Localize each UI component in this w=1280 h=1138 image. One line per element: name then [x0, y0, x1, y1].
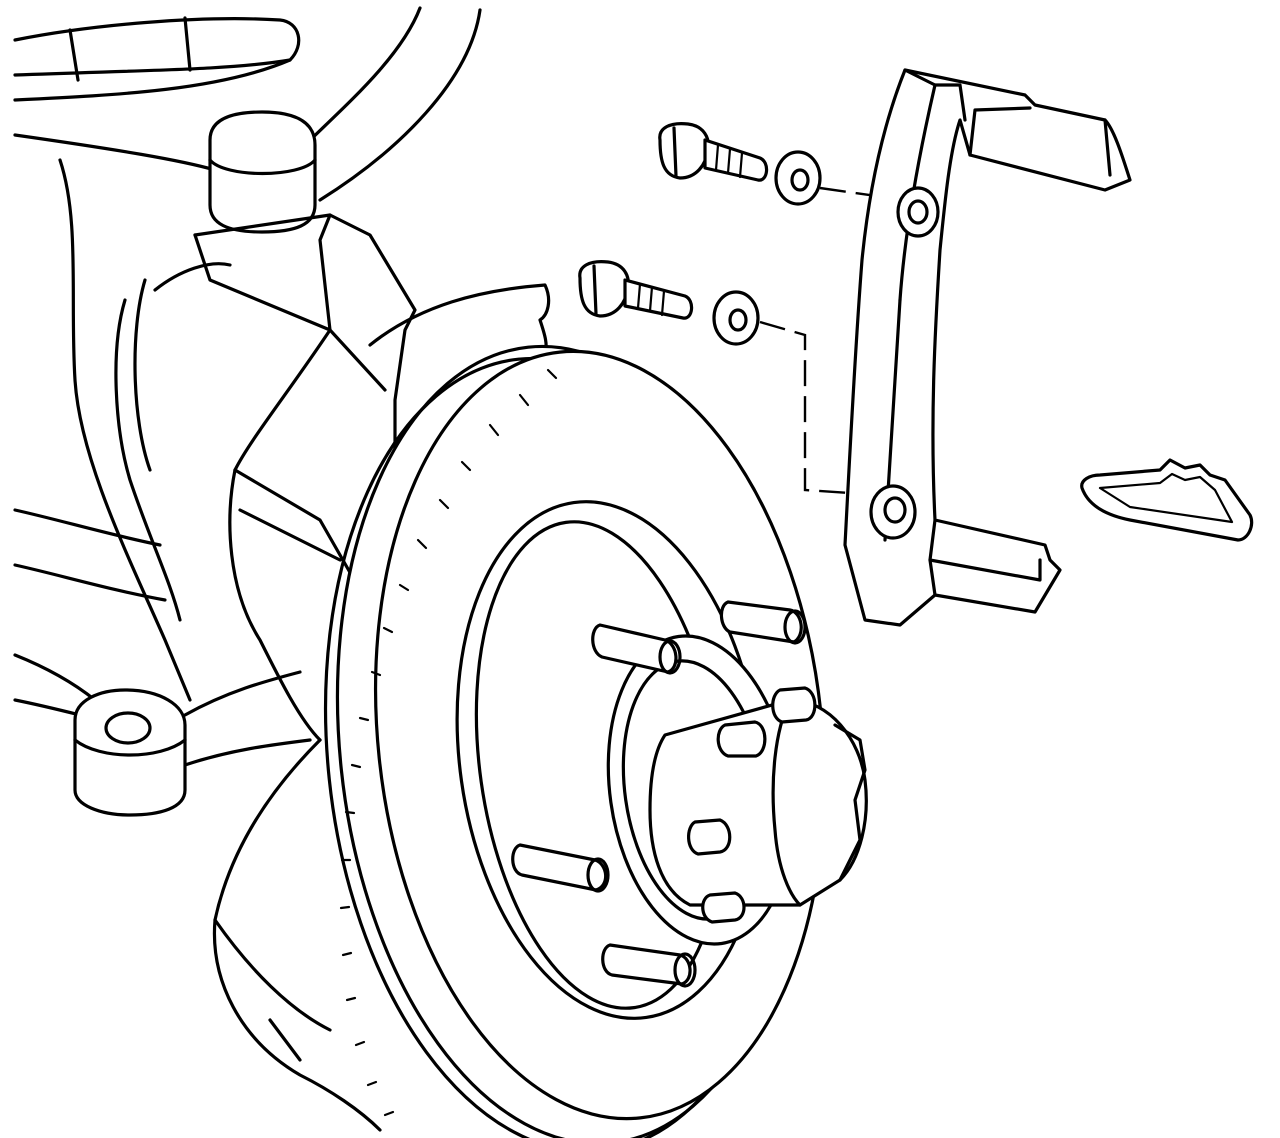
upper-control-arm	[13, 6, 482, 202]
caliper-bracket	[843, 68, 1132, 627]
lower-control-arm	[13, 508, 312, 767]
upper-washer	[774, 150, 822, 206]
upper-mounting-bolt	[658, 122, 769, 182]
wheel-studs	[511, 600, 817, 988]
lower-washer	[712, 290, 760, 346]
bolt-alignment-lines	[759, 186, 906, 497]
lower-ball-joint	[73, 688, 187, 817]
anti-rattle-clip	[1080, 458, 1254, 542]
steering-knuckle	[58, 158, 417, 742]
lower-mounting-bolt	[578, 260, 694, 320]
splash-shield	[212, 283, 551, 1132]
upper-ball-joint	[208, 110, 317, 234]
